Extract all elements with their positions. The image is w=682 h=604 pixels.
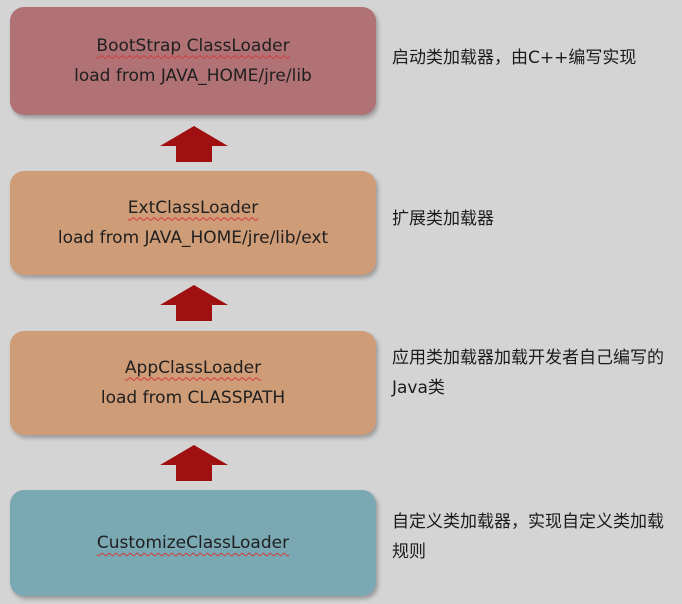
arrow-up-icon: [158, 124, 230, 164]
ext-classloader-box: ExtClassLoader load from JAVA_HOME/jre/l…: [10, 171, 376, 275]
bootstrap-classloader-path: load from JAVA_HOME/jre/lib: [74, 66, 312, 86]
bootstrap-classloader-box: BootStrap ClassLoader load from JAVA_HOM…: [10, 7, 376, 115]
customize-classloader-title: CustomizeClassLoader: [96, 532, 290, 553]
app-classloader-box: AppClassLoader load from CLASSPATH: [10, 331, 376, 435]
customize-classloader-box: CustomizeClassLoader: [10, 490, 376, 596]
bootstrap-classloader-title: BootStrap ClassLoader: [96, 35, 290, 56]
app-classloader-title: AppClassLoader: [124, 357, 262, 378]
app-classloader-path: load from CLASSPATH: [100, 388, 286, 408]
ext-classloader-path: load from JAVA_HOME/jre/lib/ext: [57, 228, 329, 248]
app-classloader-note: 应用类加载器加载开发者自己编写的Java类: [392, 348, 664, 398]
arrow-up-icon: [158, 283, 230, 323]
ext-classloader-title: ExtClassLoader: [127, 197, 259, 218]
arrow-up-icon: [158, 443, 230, 483]
bootstrap-classloader-note: 启动类加载器，由C++编写实现: [392, 48, 637, 68]
customize-classloader-note: 自定义类加载器，实现自定义类加载规则: [392, 512, 664, 562]
ext-classloader-note: 扩展类加载器: [392, 209, 494, 229]
